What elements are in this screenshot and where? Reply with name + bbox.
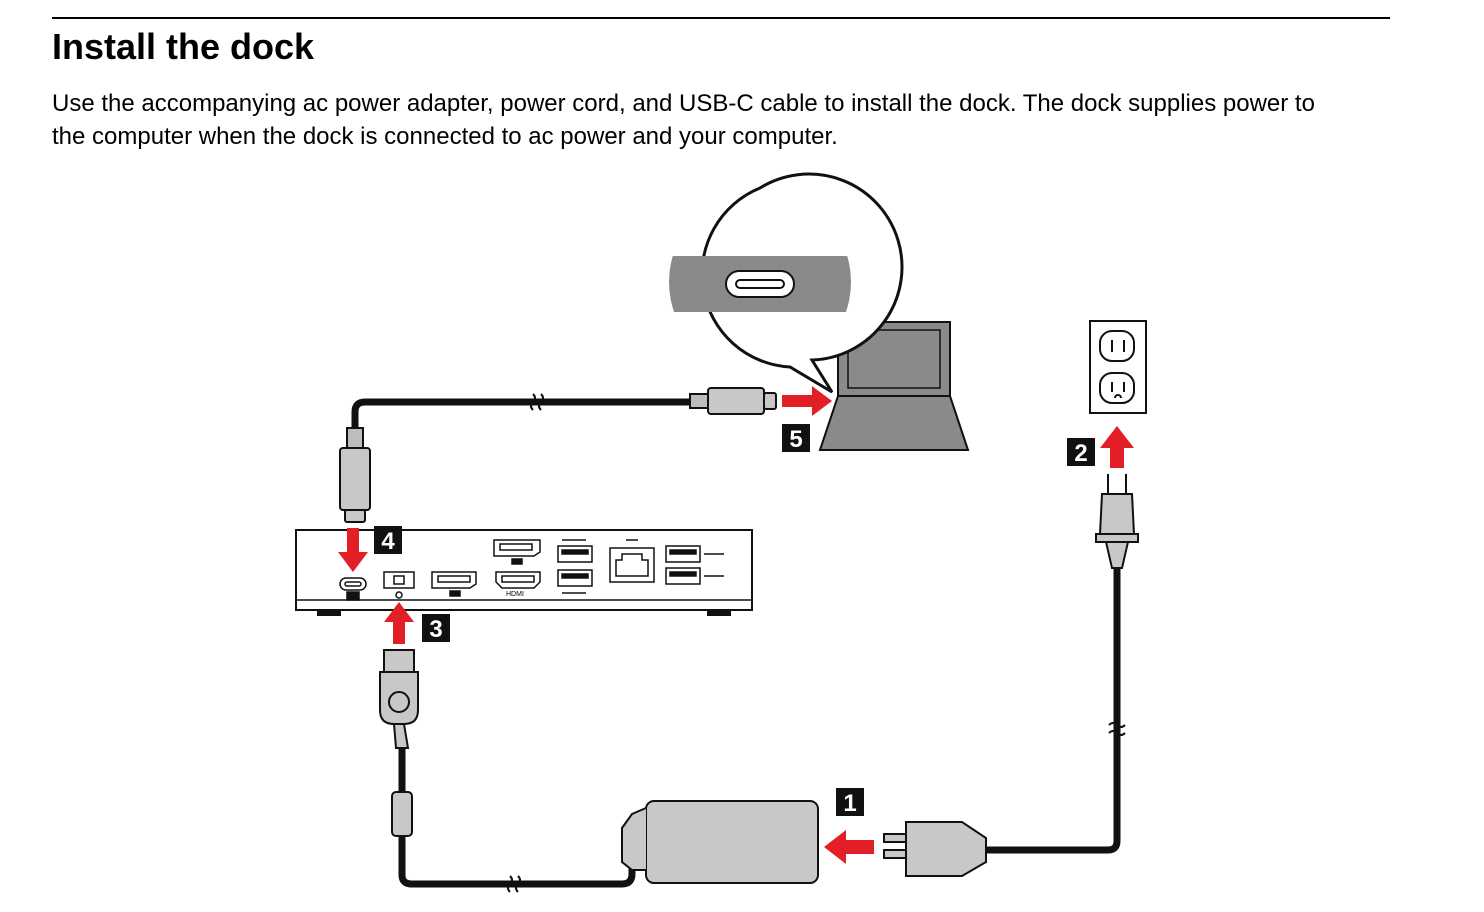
page-title: Install the dock	[52, 26, 315, 67]
step-badge-3: 3	[422, 614, 450, 643]
dock-hdmi-port	[495, 571, 541, 589]
step-number-2: 2	[1074, 440, 1087, 467]
step-number-5: 5	[789, 426, 802, 453]
dock-displayport-1	[431, 571, 477, 597]
usb-c-connector-dock	[339, 427, 371, 523]
step-badge-2: 2	[1067, 438, 1095, 467]
arrow-step-2	[1100, 426, 1134, 468]
wall-outlet-icon	[1089, 320, 1147, 414]
usb-c-cable	[351, 398, 690, 430]
header-rule	[52, 17, 1390, 19]
dock-ethernet-port	[609, 539, 655, 583]
power-cord-connector	[883, 821, 987, 877]
arrow-step-4	[338, 528, 368, 572]
step-number-3: 3	[429, 616, 442, 643]
dock-usb-a-ports-center	[557, 539, 593, 594]
cable-break-icon	[507, 393, 1126, 893]
usb-c-connector-laptop	[689, 387, 777, 415]
dc-barrel-connector	[379, 649, 419, 749]
step-badge-5: 5	[782, 424, 810, 453]
step-badge-1: 1	[836, 788, 864, 817]
step-badge-4: 4	[374, 526, 402, 555]
ferrite-bead	[391, 791, 413, 837]
page-description: Use the accompanying ac power adapter, p…	[52, 90, 1315, 150]
dock-dc-in-port	[383, 571, 415, 599]
dock-usb-a-ports-right	[665, 545, 724, 585]
dc-cable	[398, 748, 636, 888]
dock-usb-c-port	[339, 577, 367, 601]
step-number-1: 1	[843, 790, 856, 817]
wall-plug-icon	[1095, 474, 1139, 569]
arrow-step-1	[824, 830, 874, 864]
usb-c-port-callout	[669, 172, 904, 394]
step-number-4: 4	[381, 528, 395, 555]
dock-displayport-2	[493, 539, 541, 565]
arrow-step-5	[782, 386, 832, 416]
arrow-step-3	[384, 602, 414, 644]
laptop-icon	[818, 321, 970, 451]
hdmi-port-label: HDMI	[506, 591, 524, 598]
power-adapter-icon	[621, 800, 819, 884]
power-cord	[985, 568, 1121, 854]
